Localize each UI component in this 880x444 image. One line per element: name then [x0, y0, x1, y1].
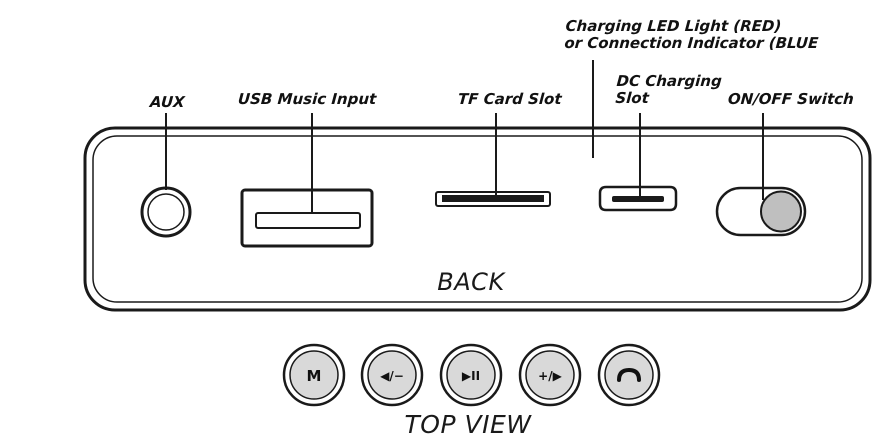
- top-button-play-pause: [439, 343, 503, 407]
- led-label-line-2: or Connection Indicator (BLUE: [563, 34, 819, 52]
- dc-label-line-2: Slot: [614, 89, 650, 107]
- next-volume-up-icon: +/▶: [538, 369, 562, 383]
- leader-lines: [165, 60, 764, 213]
- mode-icon: M: [307, 367, 322, 385]
- dc-charging-port: [598, 185, 678, 212]
- switch-label: ON/OFF Switch: [727, 90, 855, 108]
- top-button-mode: [282, 343, 346, 407]
- top-view-caption: TOP VIEW: [404, 410, 532, 439]
- led-label: Charging LED Light (RED) or Connection I…: [563, 17, 820, 52]
- back-panel-inner: [92, 135, 863, 303]
- usb-port: [240, 188, 374, 248]
- back-caption: BACK: [437, 268, 505, 296]
- back-panel-outer: [83, 126, 872, 312]
- top-button-next: [518, 343, 582, 407]
- dc-charging-label: DC Charging Slot: [614, 72, 723, 107]
- usb-label: USB Music Input: [237, 90, 377, 108]
- top-button-phone: [597, 343, 661, 407]
- tf-card-slot: [435, 191, 551, 207]
- phone-handset-icon: [617, 367, 641, 382]
- tf-card-label: TF Card Slot: [457, 90, 563, 108]
- led-label-line-1: Charging LED Light (RED): [565, 17, 782, 35]
- previous-volume-down-icon: ◀/−: [380, 369, 404, 383]
- dc-label-line-1: DC Charging: [616, 72, 723, 90]
- aux-label: AUX: [149, 93, 186, 111]
- power-switch: [715, 186, 807, 237]
- top-button-previous: [360, 343, 424, 407]
- aux-jack: [140, 186, 192, 238]
- play-pause-icon: ▶II: [462, 369, 480, 383]
